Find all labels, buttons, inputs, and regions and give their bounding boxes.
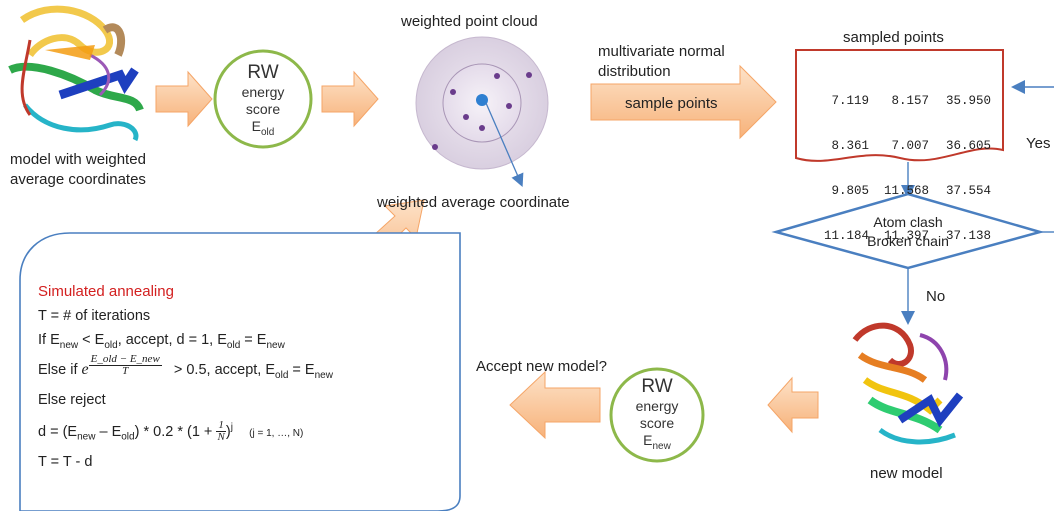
annealing-text: Simulated annealing T = # of iterations … — [38, 280, 333, 474]
sampled-points-title: sampled points — [843, 29, 944, 46]
table-row: 8.361 7.007 36.605 — [831, 139, 991, 153]
weighted-average-pointer — [485, 102, 524, 187]
annealing-title: Simulated annealing — [38, 283, 174, 300]
yes-label: Yes — [1026, 135, 1051, 152]
annealing-else-line: Else reject — [38, 391, 106, 408]
table-row: 9.805 11.568 37.554 — [831, 184, 991, 198]
annealing-t-line: T = # of iterations — [38, 308, 151, 324]
new-model-label: new model — [870, 465, 943, 482]
flow-arrow-2 — [321, 70, 379, 128]
decision-text: Atom clash Broken chain — [867, 214, 949, 249]
rw-energy-old-circle — [213, 49, 313, 149]
rw-bottom-text: RW energy score Enew — [609, 376, 705, 455]
rw-bottom-title: RW — [641, 376, 673, 397]
model-weighted-label: model with weighted average coordinates — [10, 151, 146, 188]
weighted-average-coordinate-label: weighted average coordinate — [377, 194, 570, 211]
rw-top-title: RW — [247, 62, 279, 83]
rw-top-text: RW energy score Eold — [215, 62, 311, 141]
weighted-point-cloud-label: weighted point cloud — [401, 13, 538, 30]
annealing-t-update: T = T - d — [38, 453, 93, 470]
protein-model-top-image — [8, 5, 144, 142]
table-row: 7.119 8.157 35.950 — [831, 94, 991, 108]
sampled-points-table: 7.119 8.157 35.950 8.361 7.007 36.605 9.… — [815, 64, 995, 259]
mvn-label: multivariate normal distribution — [598, 43, 725, 80]
weighted-point-cloud — [415, 36, 549, 170]
rw-top-line2: score — [245, 101, 281, 117]
rw-top-e: Eold — [251, 118, 275, 138]
sample-points-arrow — [590, 64, 777, 140]
decision-diamond — [771, 192, 1045, 270]
rw-top-line1: energy — [241, 84, 285, 100]
flow-arrow-rw-to-accept — [509, 370, 601, 440]
table-row: 11.184 11.397 37.138 — [823, 229, 991, 243]
rw-bottom-line2: score — [639, 415, 675, 431]
rw-energy-new-circle — [609, 367, 705, 463]
annealing-if-line: If Enew < Eold, accept, d = 1, Eold = En… — [38, 332, 285, 351]
no-label: No — [926, 288, 946, 305]
rw-bottom-line1: energy — [635, 398, 679, 414]
flow-arrow-1 — [155, 70, 213, 128]
rw-bottom-e: Enew — [643, 432, 671, 452]
accept-new-model-label: Accept new model? — [476, 358, 607, 375]
sampled-points-document — [795, 49, 1004, 162]
flow-arrow-new-model-to-rw — [767, 376, 819, 434]
protein-model-new-image — [852, 322, 964, 445]
sample-points-label: sample points — [625, 95, 718, 112]
